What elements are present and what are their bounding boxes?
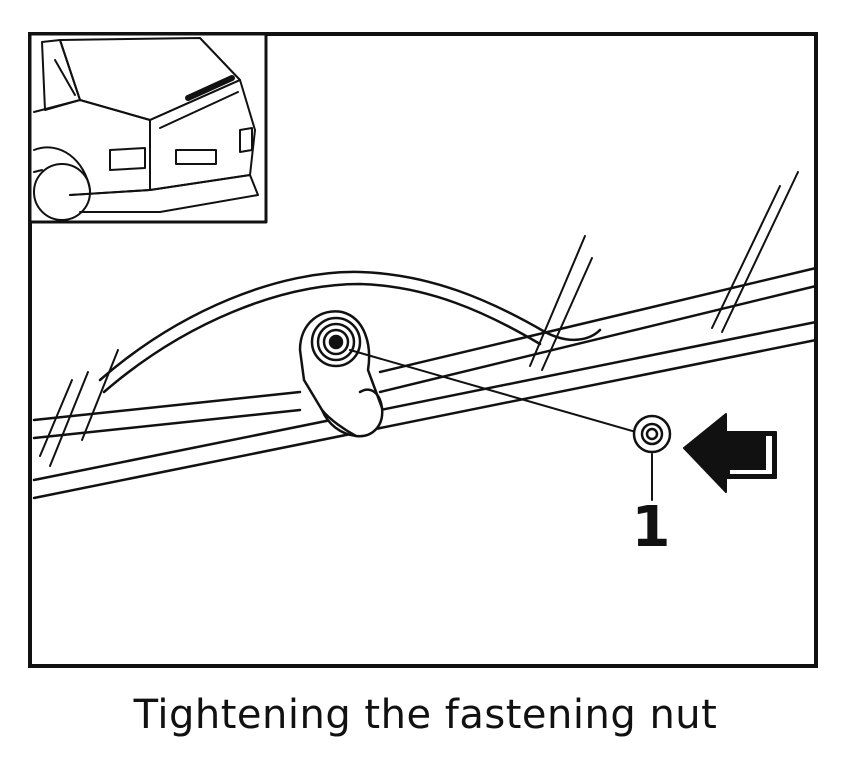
break-lines — [39, 171, 799, 467]
mounting-bracket — [298, 310, 384, 438]
arrow-left-icon — [683, 413, 777, 493]
leader-line — [349, 349, 637, 433]
figure-caption: Tightening the fastening nut — [133, 692, 718, 738]
fastening-nut-icon — [632, 414, 672, 454]
callout-number: 1 — [631, 495, 671, 560]
car-rear-inset-icon — [28, 32, 268, 224]
